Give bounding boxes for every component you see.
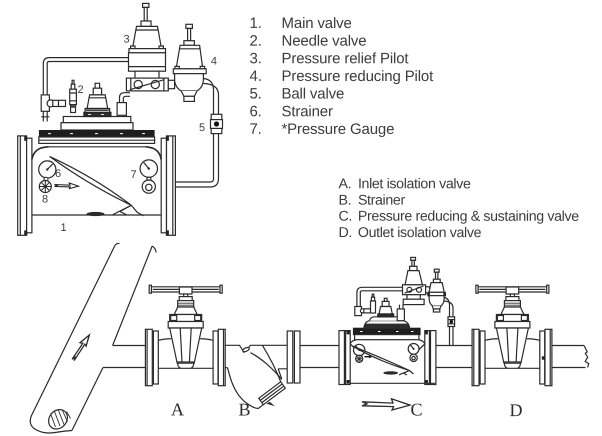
svg-text:Outlet isolation valve: Outlet isolation valve <box>358 225 482 241</box>
svg-text:2.: 2. <box>250 33 262 50</box>
svg-text:C.: C. <box>339 209 353 225</box>
svg-text:3.: 3. <box>250 50 262 67</box>
svg-text:6.: 6. <box>249 103 261 120</box>
svg-text:*Pressure Gauge: *Pressure Gauge <box>281 121 394 138</box>
svg-text:Pressure relief Pilot: Pressure relief Pilot <box>282 50 410 67</box>
svg-text:5.: 5. <box>249 86 261 103</box>
svg-text:1.: 1. <box>250 15 262 32</box>
svg-text:4: 4 <box>211 56 217 68</box>
svg-text:D.: D. <box>338 225 352 241</box>
svg-text:B: B <box>238 399 250 419</box>
svg-text:Pressure reducing & sustaining: Pressure reducing & sustaining valve <box>358 209 579 225</box>
svg-text:Needle valve: Needle valve <box>282 33 367 50</box>
svg-text:3: 3 <box>124 34 130 46</box>
svg-text:2: 2 <box>78 84 84 96</box>
svg-text:Pressure reducing Pilot: Pressure reducing Pilot <box>281 68 434 85</box>
svg-text:8: 8 <box>42 193 48 205</box>
svg-text:A.: A. <box>339 176 352 192</box>
svg-text:D: D <box>509 400 522 420</box>
svg-text:7: 7 <box>130 169 136 181</box>
svg-text:Strainer: Strainer <box>281 103 332 120</box>
svg-text:Inlet isolation valve: Inlet isolation valve <box>358 176 471 192</box>
svg-text:B.: B. <box>339 193 352 209</box>
svg-text:6: 6 <box>55 168 61 180</box>
svg-text:Ball valve: Ball valve <box>281 86 344 103</box>
svg-text:4.: 4. <box>249 68 261 85</box>
svg-text:Strainer: Strainer <box>358 193 406 209</box>
svg-text:C: C <box>410 400 422 420</box>
svg-text:1: 1 <box>60 222 66 234</box>
svg-text:5: 5 <box>199 122 205 134</box>
svg-text:7.: 7. <box>249 121 261 138</box>
svg-text:Main valve: Main valve <box>282 15 352 32</box>
svg-text:A: A <box>171 399 184 419</box>
